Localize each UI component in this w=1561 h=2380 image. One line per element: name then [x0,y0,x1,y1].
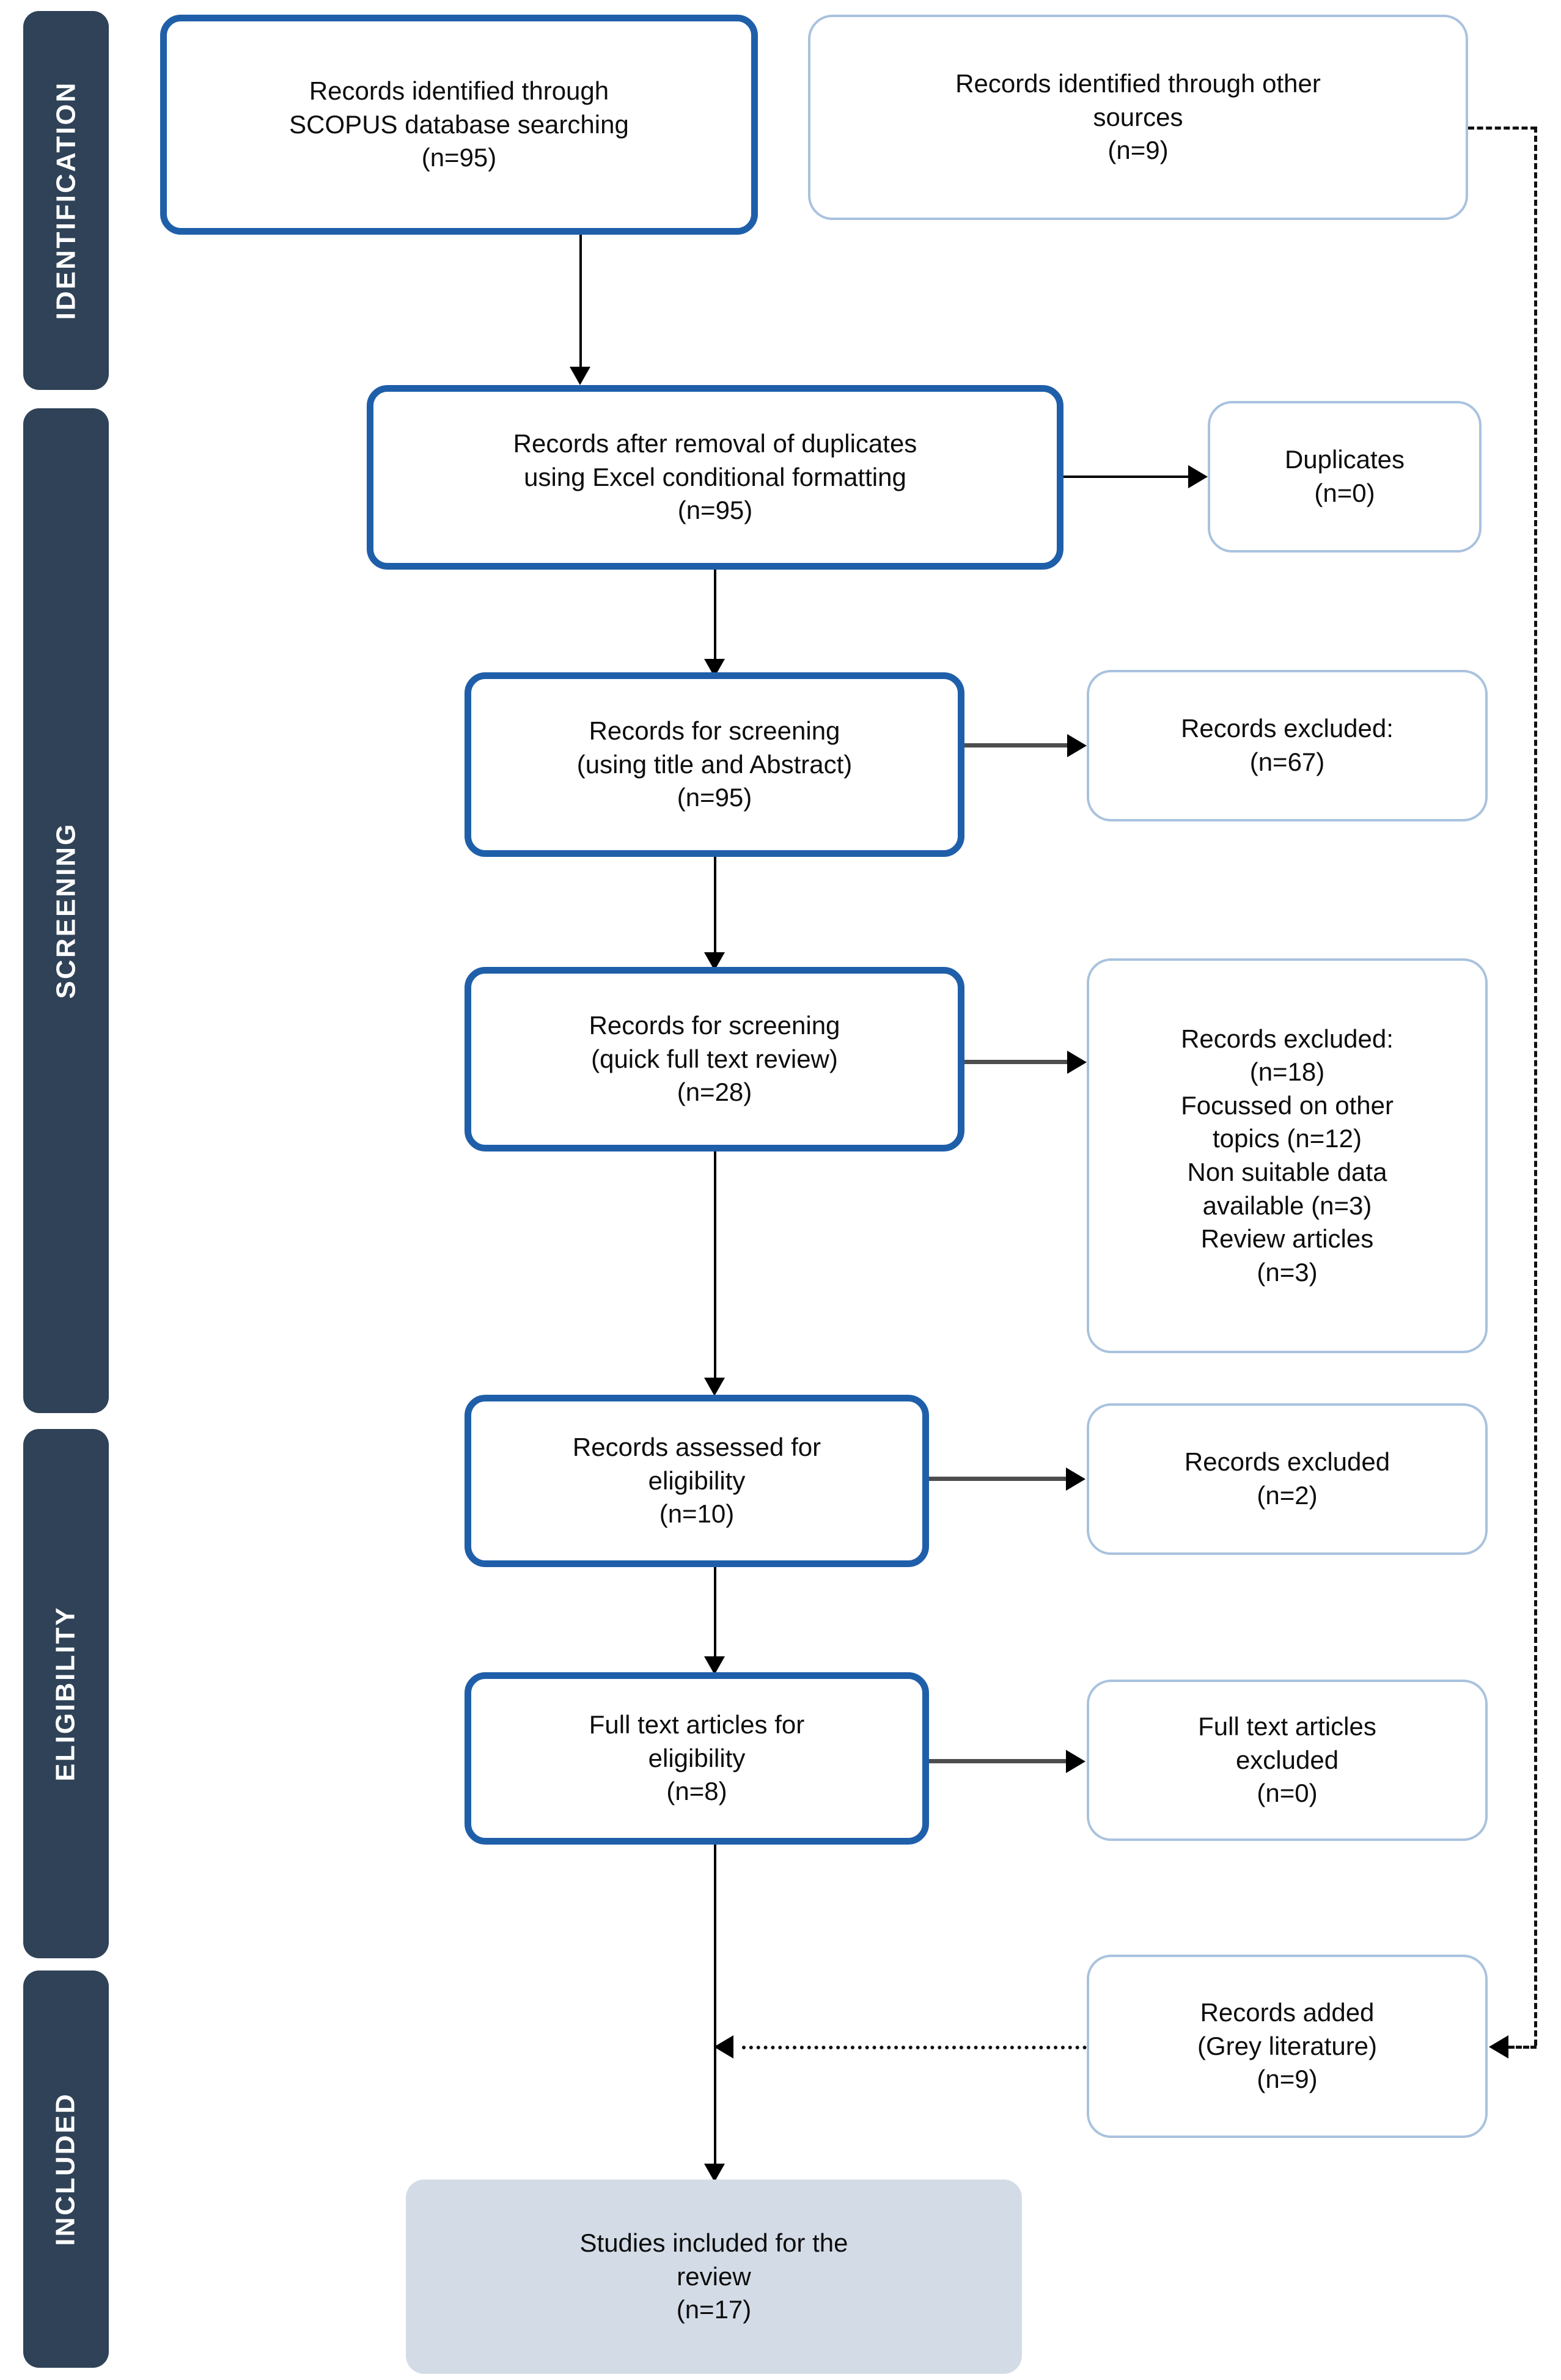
connector-full-text-to-included-arrow [704,2164,725,2182]
connector-qft-to-excluded-qft-arrow [1067,1051,1087,1074]
box-after-duplicates-text: Records after removal of duplicates usin… [513,429,917,525]
box-duplicates-text: Duplicates (n=0) [1284,445,1405,507]
box-excluded-title-abstract: Records excluded: (n=67) [1087,670,1488,821]
box-duplicates: Duplicates (n=0) [1208,401,1482,553]
box-assessed-eligibility-text: Records assessed for eligibility (n=10) [572,1433,821,1529]
connector-full-text-to-included-line [714,1845,716,2180]
box-other-sources: Records identified through other sources… [808,15,1468,220]
connector-qft-to-assessed-arrow [704,1378,725,1396]
connector-assessed-to-full-text-line [714,1567,716,1660]
connector-assessed-to-excluded-line [929,1477,1068,1481]
connector-grey-literature-to-main-flow-line [742,2046,1087,2049]
connector-screening-ta-to-excluded-ta-line [964,743,1071,747]
box-grey-literature: Records added (Grey literature) (n=9) [1087,1955,1488,2138]
box-scopus-records: Records identified through SCOPUS databa… [160,15,758,235]
box-after-duplicates: Records after removal of duplicates usin… [367,385,1063,570]
box-other-sources-text: Records identified through other sources… [955,69,1321,165]
box-scopus-records-text: Records identified through SCOPUS databa… [289,76,629,172]
connector-after-duplicates-to-screening-ta-line [714,570,716,663]
box-grey-literature-text: Records added (Grey literature) (n=9) [1197,1998,1378,2094]
box-screening-quick-full-text: Records for screening (quick full text r… [465,967,964,1151]
stage-label-identification: IDENTIFICATION [51,81,81,320]
connector-grey-literature-dash-in-arrow [1489,2035,1508,2059]
connector-full-text-to-excluded-line [929,1759,1068,1763]
box-excluded-quick-full-text-text: Records excluded: (n=18) Focussed on oth… [1181,1024,1394,1287]
connector-grey-literature-to-main-flow-arrow [714,2035,733,2059]
box-excluded-eligibility-text: Records excluded (n=2) [1184,1447,1390,1510]
box-screening-title-abstract: Records for screening (using title and A… [465,672,964,857]
box-full-text-excluded-text: Full text articles excluded (n=0) [1198,1712,1376,1808]
box-screening-quick-full-text-text: Records for screening (quick full text r… [589,1011,840,1107]
connector-qft-to-excluded-qft-line [964,1060,1071,1064]
box-screening-title-abstract-text: Records for screening (using title and A… [576,716,853,812]
box-full-text-eligibility: Full text articles for eligibility (n=8) [465,1672,929,1845]
stage-bar-screening: SCREENING [23,408,109,1413]
stage-label-eligibility: ELIGIBILITY [51,1606,81,1782]
stage-bar-eligibility: ELIGIBILITY [23,1429,109,1958]
connector-qft-to-assessed-line [714,1151,716,1383]
connector-screening-ta-to-excluded-ta-arrow [1067,734,1087,757]
connector-scopus-to-after-duplicates-arrow [570,367,590,385]
box-excluded-quick-full-text: Records excluded: (n=18) Focussed on oth… [1087,958,1488,1353]
box-excluded-eligibility: Records excluded (n=2) [1087,1403,1488,1555]
connector-scopus-to-after-duplicates-line [579,235,582,370]
box-excluded-title-abstract-text: Records excluded: (n=67) [1181,714,1394,776]
stage-bar-included: INCLUDED [23,1970,109,2368]
box-full-text-eligibility-text: Full text articles for eligibility (n=8) [589,1710,805,1806]
connector-full-text-to-excluded-arrow [1066,1750,1085,1773]
box-assessed-eligibility: Records assessed for eligibility (n=10) [465,1395,929,1567]
box-studies-included: Studies included for the review (n=17) [406,2180,1022,2374]
connector-screening-ta-to-qft-line [714,857,716,956]
connector-grey-literature-dash-in [1508,2046,1537,2049]
stage-bar-identification: IDENTIFICATION [23,11,109,390]
connector-other-sources-dash-vertical [1534,127,1537,2046]
box-full-text-excluded: Full text articles excluded (n=0) [1087,1680,1488,1841]
connector-assessed-to-full-text-arrow [704,1656,725,1675]
box-studies-included-text: Studies included for the review (n=17) [579,2228,848,2324]
connector-other-sources-dash-top [1468,127,1537,130]
stage-label-screening: SCREENING [51,822,81,999]
connector-after-duplicates-to-duplicates-arrow [1188,465,1208,488]
stage-label-included: INCLUDED [51,2092,81,2246]
connector-assessed-to-excluded-arrow [1066,1467,1085,1491]
connector-after-duplicates-to-duplicates-line [1063,476,1191,478]
